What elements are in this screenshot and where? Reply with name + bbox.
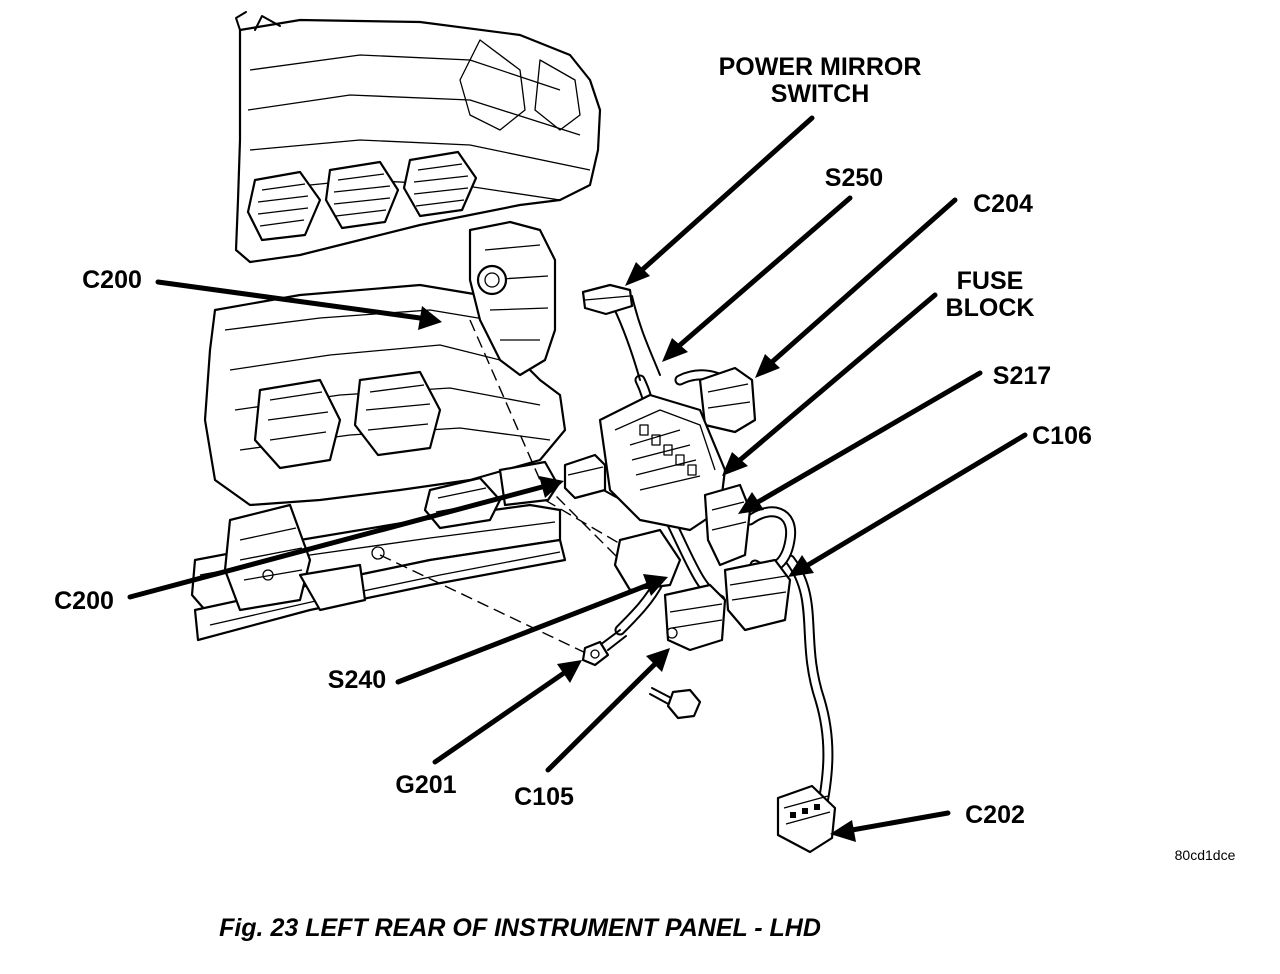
instrument-panel-structure — [190, 11, 602, 642]
label-c202: C202 — [965, 801, 1025, 829]
leader-arrows — [127, 115, 1028, 842]
leader-c106 — [788, 432, 1028, 577]
leader-c202 — [830, 810, 951, 842]
label-c200-lower: C200 — [54, 587, 114, 615]
label-c204: C204 — [973, 190, 1033, 218]
leader-c200-upper — [155, 279, 442, 330]
callout-labels: POWER MIRROR SWITCH S250 C204 FUSE BLOCK… — [54, 53, 1092, 829]
figure-caption: Fig. 23 LEFT REAR OF INSTRUMENT PANEL - … — [219, 914, 821, 942]
label-g201: G201 — [395, 771, 456, 799]
leader-s240 — [395, 574, 668, 685]
label-c200-upper: C200 — [82, 266, 142, 294]
label-s240: S240 — [328, 666, 386, 694]
label-power-mirror-switch: POWER MIRROR — [719, 53, 922, 81]
label-fuse-block-line2: BLOCK — [946, 294, 1035, 322]
leader-s250 — [662, 195, 853, 362]
leader-c200-lower — [127, 476, 564, 600]
image-code: 80cd1dce — [1175, 847, 1236, 863]
fuse-row — [639, 424, 697, 476]
ground-bolt — [649, 687, 702, 720]
harness-components — [563, 283, 837, 854]
label-s217: S217 — [993, 362, 1051, 390]
label-power-mirror-switch-line2: SWITCH — [771, 80, 870, 108]
leader-s217 — [738, 370, 983, 514]
leader-c105 — [545, 648, 670, 773]
label-c105: C105 — [514, 783, 574, 811]
label-fuse-block: FUSE — [957, 267, 1024, 295]
label-s250: S250 — [825, 164, 883, 192]
leader-g201 — [432, 660, 582, 765]
label-c106: C106 — [1032, 422, 1092, 450]
leader-c204 — [755, 197, 958, 378]
leader-fuse-block — [722, 292, 938, 476]
leader-power-mirror-switch — [625, 115, 815, 286]
